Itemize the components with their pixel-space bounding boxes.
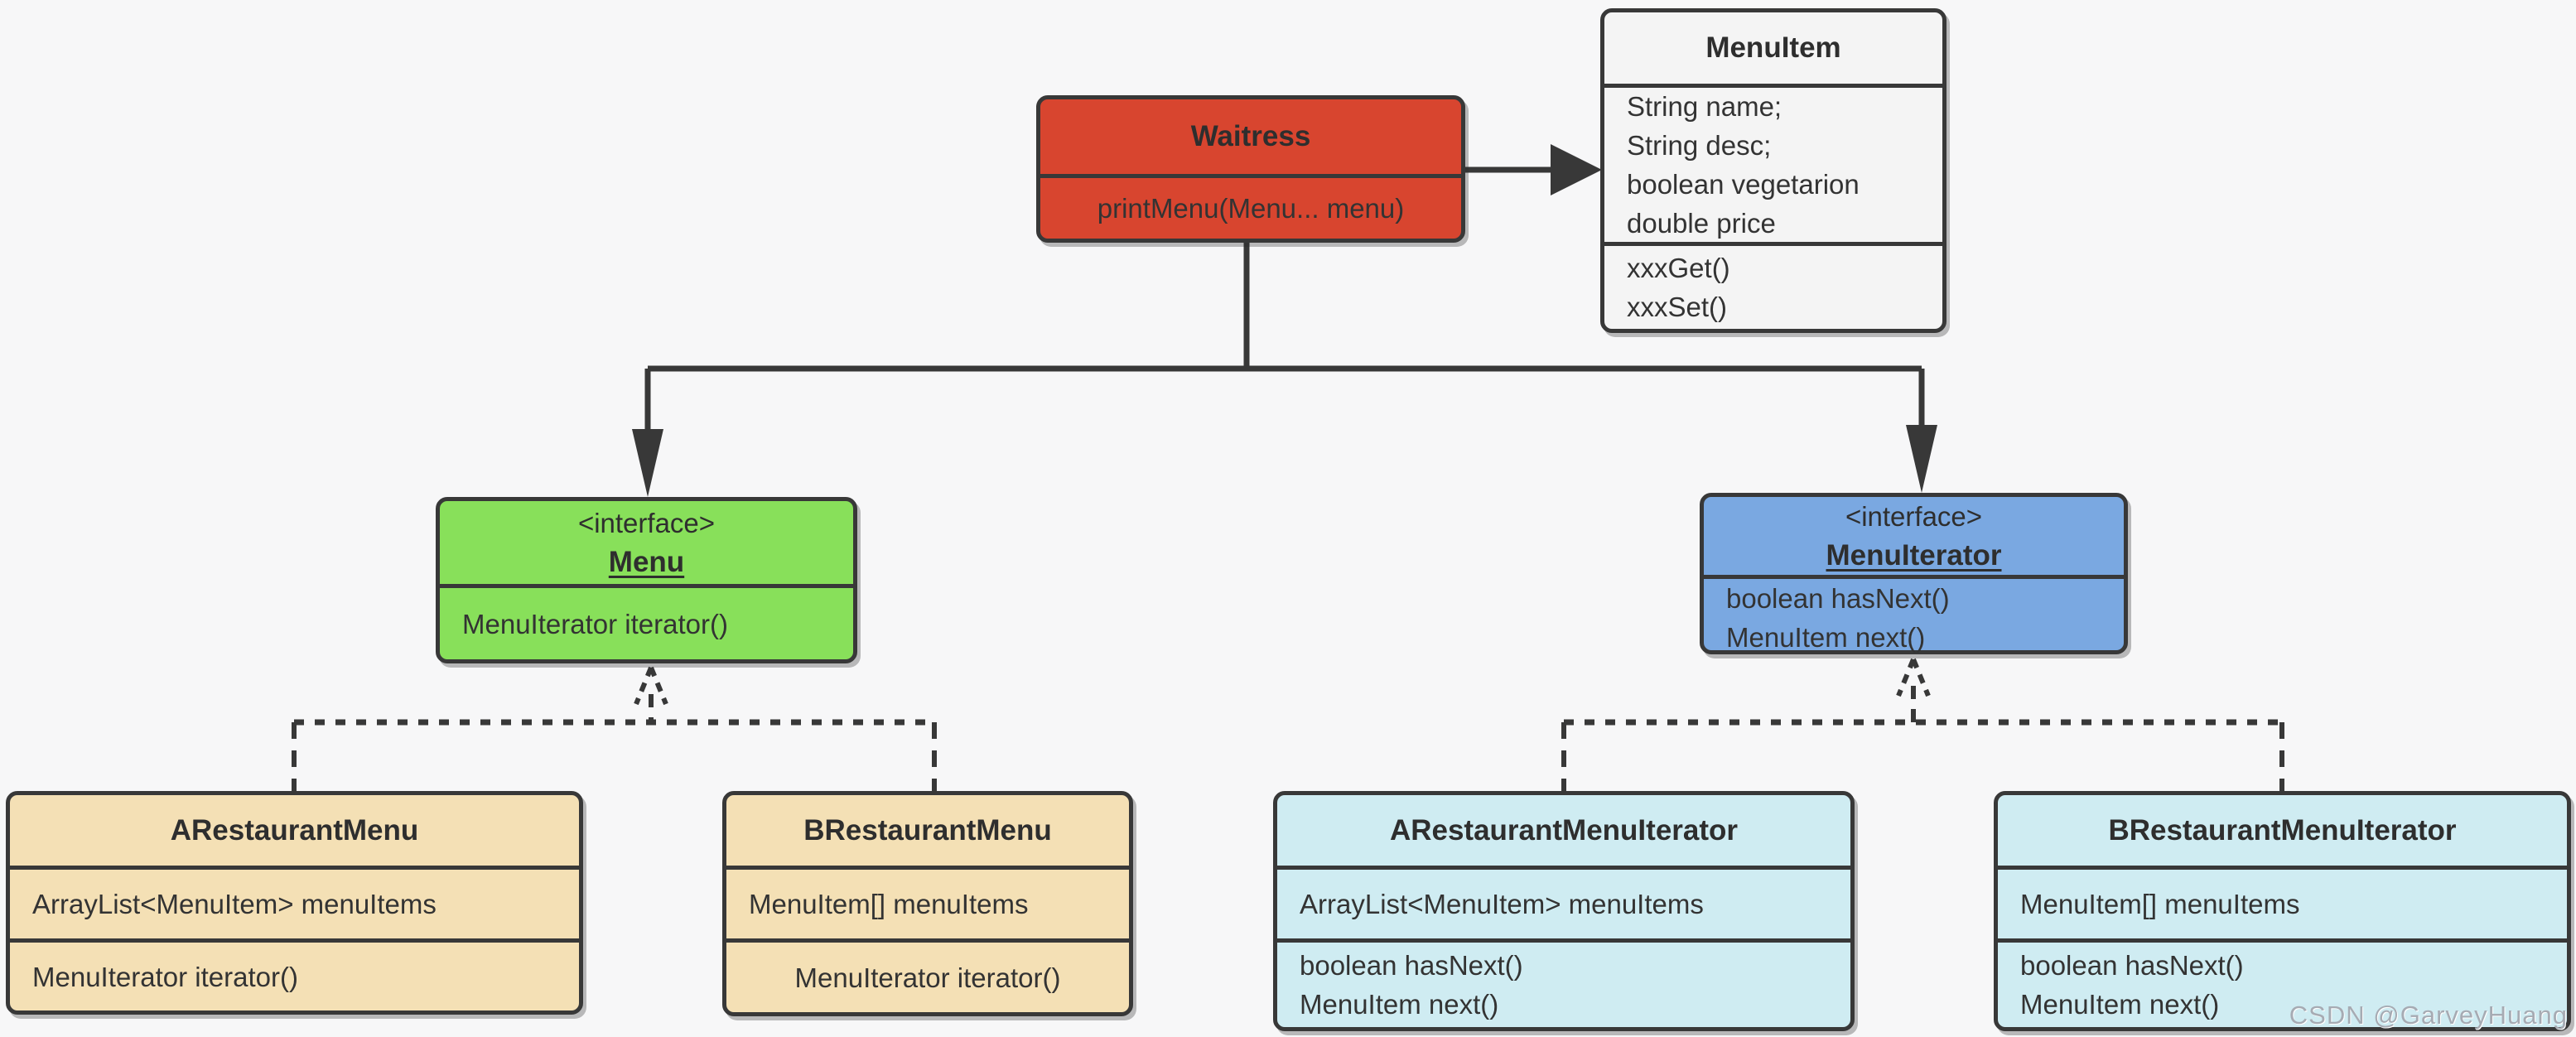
arestaurantmenu-field: ArrayList<MenuItem> menuItems xyxy=(32,889,437,919)
brestaurantmenu-method: MenuIterator iterator() xyxy=(794,962,1061,993)
arestaurantmenuiterator-method: MenuItem next() xyxy=(1300,989,1499,1020)
class-box-menuitem: MenuItem String name; String desc; boole… xyxy=(1600,8,1946,333)
menuitem-title: MenuItem xyxy=(1705,31,1841,64)
interface-box-menuiterator: <interface> MenuIterator boolean hasNext… xyxy=(1700,493,2128,654)
class-box-arestaurantmenu: ARestaurantMenu ArrayList<MenuItem> menu… xyxy=(6,791,583,1015)
menuitem-field: String name; xyxy=(1627,91,1782,122)
brestaurantmenuiterator-field: MenuItem[] menuItems xyxy=(2020,889,2300,919)
menuitem-field: double price xyxy=(1627,208,1776,239)
arestaurantmenu-method: MenuIterator iterator() xyxy=(32,961,298,992)
dashed-realization-menuiterator xyxy=(1561,658,2284,791)
brestaurantmenuiterator-title: BRestaurantMenuIterator xyxy=(2108,813,2457,846)
brestaurantmenu-title: BRestaurantMenu xyxy=(803,813,1052,846)
csdn-watermark: CSDN @GarveyHuang xyxy=(2289,1001,2568,1030)
menuiterator-method: MenuItem next() xyxy=(1726,622,1926,653)
arestaurantmenu-title: ARestaurantMenu xyxy=(170,813,419,846)
menu-method: MenuIterator iterator() xyxy=(462,608,728,639)
arrow-waitress-to-menuitem xyxy=(1465,144,1602,195)
arestaurantmenuiterator-title: ARestaurantMenuIterator xyxy=(1389,813,1739,846)
menu-stereotype: <interface> xyxy=(577,508,716,538)
menuiterator-stereotype: <interface> xyxy=(1845,501,1983,532)
arestaurantmenuiterator-field: ArrayList<MenuItem> menuItems xyxy=(1300,889,1704,919)
menuiterator-title: MenuIterator xyxy=(1826,539,2002,572)
menuitem-method: xxxSet() xyxy=(1627,292,1728,322)
dashed-realization-menu xyxy=(292,666,937,791)
menuitem-method: xxxGet() xyxy=(1627,253,1730,283)
menuitem-field: String desc; xyxy=(1627,130,1772,161)
class-box-arestaurantmenuiterator: ARestaurantMenuIterator ArrayList<MenuIt… xyxy=(1273,791,1855,1031)
brestaurantmenuiterator-method: boolean hasNext() xyxy=(2020,950,2244,981)
interface-box-menu: <interface> Menu MenuIterator iterator() xyxy=(436,497,857,663)
waitress-title: Waitress xyxy=(1190,120,1311,152)
brestaurantmenu-field: MenuItem[] menuItems xyxy=(749,889,1029,919)
brestaurantmenuiterator-method: MenuItem next() xyxy=(2020,989,2220,1020)
class-box-brestaurantmenu: BRestaurantMenu MenuItem[] menuItems Men… xyxy=(722,791,1133,1016)
menuitem-field: boolean vegetarion xyxy=(1627,169,1860,200)
arestaurantmenuiterator-method: boolean hasNext() xyxy=(1300,950,1523,981)
menu-title: Menu xyxy=(608,546,685,578)
class-box-waitress: Waitress printMenu(Menu... menu) xyxy=(1036,95,1465,243)
waitress-method: printMenu(Menu... menu) xyxy=(1097,193,1405,224)
class-box-brestaurantmenuiterator: BRestaurantMenuIterator MenuItem[] menuI… xyxy=(1994,791,2571,1031)
menuiterator-method: boolean hasNext() xyxy=(1726,583,1950,614)
